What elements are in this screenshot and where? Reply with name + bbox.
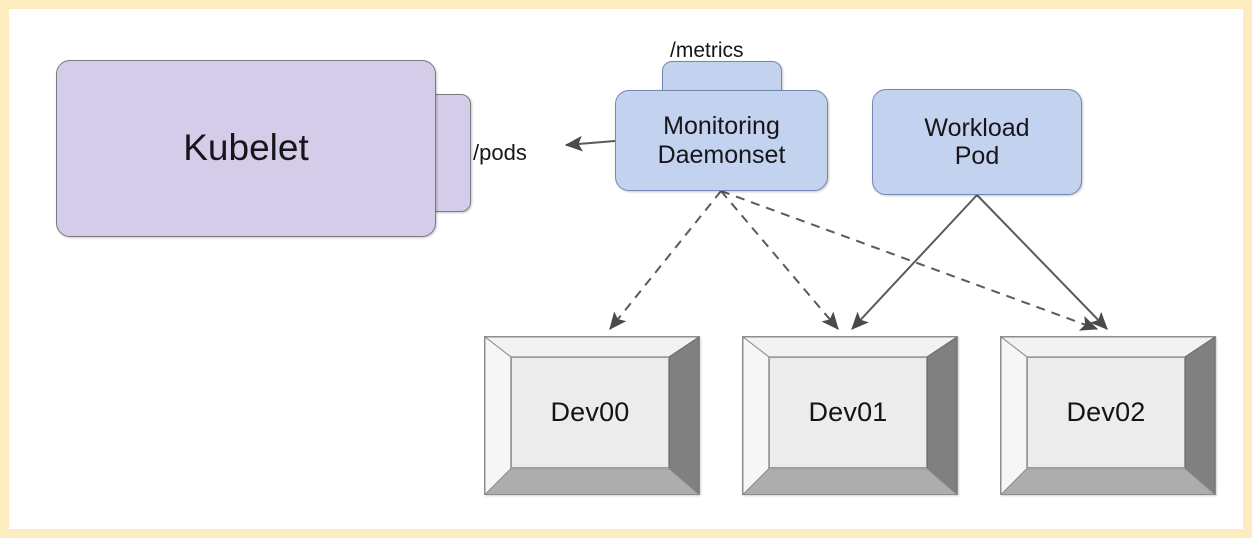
diagram-inner-surface: Kubelet /pods /metrics Monitoring Daemon… — [9, 9, 1243, 529]
kubelet-label: Kubelet — [183, 127, 309, 169]
dev02-label: Dev02 — [1066, 397, 1146, 427]
dev02-bevel — [1001, 337, 1215, 495]
kubelet-node[interactable]: Kubelet — [56, 60, 436, 237]
dev00-bevel — [485, 337, 699, 495]
edge-workload-to-dev01 — [851, 194, 978, 330]
workload-pod-label-line1: Workload — [924, 113, 1030, 142]
edge-workload-to-dev02 — [976, 194, 1108, 330]
edge-daemonset-to-dev00 — [609, 190, 722, 330]
monitoring-daemonset-label-line2: Daemonset — [657, 140, 786, 169]
dev00-label: Dev00 — [550, 397, 630, 427]
device-box-dev01[interactable]: Dev01 — [742, 336, 958, 495]
edge-daemonset-to-kubelet — [564, 135, 616, 152]
dev01-face: Dev01 — [769, 357, 927, 468]
monitoring-daemonset-node[interactable]: Monitoring Daemonset — [615, 90, 828, 191]
device-box-dev00[interactable]: Dev00 — [484, 336, 700, 495]
dev02-face: Dev02 — [1027, 357, 1185, 468]
pods-edge-label: /pods — [473, 140, 527, 165]
metrics-edge-label: /metrics — [670, 39, 744, 62]
dev01-bevel — [743, 337, 957, 495]
device-box-dev02[interactable]: Dev02 — [1000, 336, 1216, 495]
workload-pod-node[interactable]: Workload Pod — [872, 89, 1082, 195]
dev01-label: Dev01 — [808, 397, 888, 427]
dev00-face: Dev00 — [511, 357, 669, 468]
workload-pod-label-line2: Pod — [954, 142, 1000, 170]
edge-daemonset-to-dev02 — [720, 190, 1099, 331]
monitoring-daemonset-label-line1: Monitoring — [663, 112, 780, 140]
edge-daemonset-to-dev01 — [720, 190, 839, 330]
